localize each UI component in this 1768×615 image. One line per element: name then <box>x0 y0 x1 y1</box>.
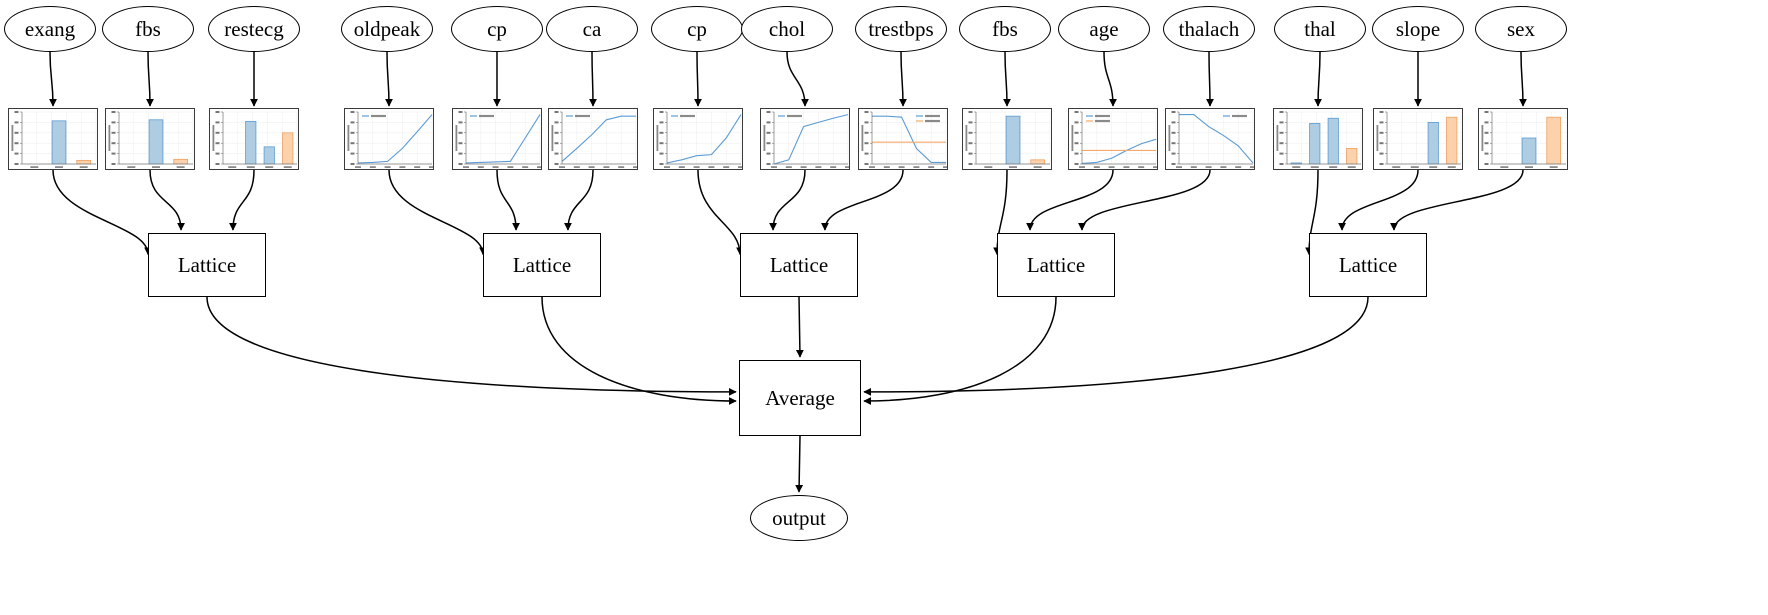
calibration-chart-exang-0[interactable] <box>8 108 98 170</box>
calibration-chart-cp-4[interactable] <box>452 108 542 170</box>
edge-feature-to-chart-10 <box>1103 51 1117 107</box>
calibration-chart-thal-12[interactable] <box>1273 108 1363 170</box>
feature-node-label: ca <box>582 16 602 41</box>
edge-chart-to-lattice-6 <box>697 169 744 256</box>
feature-node-chol-7[interactable]: chol <box>741 6 833 52</box>
feature-node-label: thalach <box>1178 16 1240 41</box>
output-node-label: output <box>772 505 826 530</box>
calibration-chart-restecg-2[interactable] <box>209 108 299 170</box>
edge-chart-to-lattice-11 <box>1078 169 1211 231</box>
feature-node-fbs-1[interactable]: fbs <box>102 6 194 52</box>
lattice-node-2[interactable]: Lattice <box>740 233 858 297</box>
edge-feature-to-chart-8 <box>899 51 907 107</box>
feature-node-thalach-11[interactable]: thalach <box>1163 6 1255 52</box>
lattice-node-4[interactable]: Lattice <box>1309 233 1427 297</box>
edge-lattice-to-average-3 <box>863 296 1057 405</box>
edge-feature-to-chart-5 <box>589 51 597 107</box>
edge-chart-to-lattice-4 <box>496 169 520 231</box>
feature-node-label: fbs <box>992 16 1018 41</box>
calibration-chart-fbs-9[interactable] <box>962 108 1052 170</box>
edge-feature-to-chart-3 <box>385 51 393 107</box>
output-node[interactable]: output <box>750 495 848 541</box>
average-node[interactable]: Average <box>739 360 861 436</box>
edge-chart-to-lattice-1 <box>149 169 185 231</box>
edge-chart-to-lattice-8 <box>821 169 904 231</box>
feature-node-label: thal <box>1304 16 1336 41</box>
edge-chart-to-lattice-2 <box>229 169 255 231</box>
edge-feature-to-chart-1 <box>146 51 154 107</box>
edge-feature-to-chart-9 <box>1003 51 1011 107</box>
feature-node-label: trestbps <box>868 16 934 41</box>
feature-node-label: sex <box>1507 16 1535 41</box>
lattice-node-1[interactable]: Lattice <box>483 233 601 297</box>
lattice-node-3[interactable]: Lattice <box>997 233 1115 297</box>
calibration-chart-ca-5[interactable] <box>548 108 638 170</box>
edge-feature-to-chart-11 <box>1206 51 1214 107</box>
feature-node-exang-0[interactable]: exang <box>4 6 96 52</box>
edge-chart-to-lattice-14 <box>1390 169 1524 231</box>
feature-node-label: restecg <box>224 16 284 41</box>
edge-feature-to-chart-6 <box>694 51 702 107</box>
lattice-node-label: Lattice <box>1026 252 1086 277</box>
edge-average-to-output <box>795 435 804 493</box>
calibration-chart-oldpeak-3[interactable] <box>344 108 434 170</box>
edge-chart-to-lattice-10 <box>1026 169 1114 231</box>
feature-node-restecg-2[interactable]: restecg <box>208 6 300 52</box>
edge-chart-to-lattice-13 <box>1338 169 1419 231</box>
edge-feature-to-chart-12 <box>1314 51 1322 107</box>
average-node-label: Average <box>765 385 835 410</box>
edge-chart-to-lattice-3 <box>388 169 487 256</box>
lattice-node-label: Lattice <box>512 252 572 277</box>
feature-node-oldpeak-3[interactable]: oldpeak <box>341 6 433 52</box>
feature-node-label: chol <box>768 16 806 41</box>
feature-node-ca-5[interactable]: ca <box>546 6 638 52</box>
lattice-node-0[interactable]: Lattice <box>148 233 266 297</box>
feature-node-cp-4[interactable]: cp <box>451 6 543 52</box>
feature-node-label: cp <box>487 16 507 41</box>
edge-feature-to-chart-14 <box>1519 51 1527 107</box>
feature-node-label: age <box>1089 16 1119 41</box>
feature-node-label: fbs <box>135 16 161 41</box>
calibration-chart-slope-13[interactable] <box>1373 108 1463 170</box>
edge-lattice-to-average-1 <box>541 296 737 405</box>
edge-chart-to-lattice-0 <box>52 169 152 256</box>
calibration-chart-trestbps-8[interactable] <box>858 108 948 170</box>
lattice-node-label: Lattice <box>769 252 829 277</box>
edge-lattice-to-average-0 <box>206 296 737 396</box>
feature-node-label: slope <box>1395 16 1441 41</box>
feature-node-thal-12[interactable]: thal <box>1274 6 1366 52</box>
edge-chart-to-lattice-5 <box>564 169 594 231</box>
lattice-node-label: Lattice <box>1338 252 1398 277</box>
calibration-chart-sex-14[interactable] <box>1478 108 1568 170</box>
feature-node-age-10[interactable]: age <box>1058 6 1150 52</box>
calibration-chart-cp-6[interactable] <box>653 108 743 170</box>
feature-node-trestbps-8[interactable]: trestbps <box>855 6 947 52</box>
edge-feature-to-chart-7 <box>786 51 809 107</box>
edge-chart-to-lattice-7 <box>769 169 806 231</box>
calibration-chart-age-10[interactable] <box>1068 108 1158 170</box>
feature-node-label: oldpeak <box>353 16 421 41</box>
calibration-chart-thalach-11[interactable] <box>1165 108 1255 170</box>
lattice-node-label: Lattice <box>177 252 237 277</box>
calibration-chart-chol-7[interactable] <box>760 108 850 170</box>
feature-node-sex-14[interactable]: sex <box>1475 6 1567 52</box>
edge-lattice-to-average-4 <box>863 296 1369 396</box>
edge-lattice-to-average-2 <box>795 296 804 358</box>
calibration-chart-fbs-1[interactable] <box>105 108 195 170</box>
feature-node-label: exang <box>24 16 76 41</box>
feature-node-slope-13[interactable]: slope <box>1372 6 1464 52</box>
feature-node-label: cp <box>687 16 707 41</box>
edge-feature-to-chart-0 <box>49 51 57 107</box>
feature-node-cp-6[interactable]: cp <box>651 6 743 52</box>
feature-node-fbs-9[interactable]: fbs <box>959 6 1051 52</box>
